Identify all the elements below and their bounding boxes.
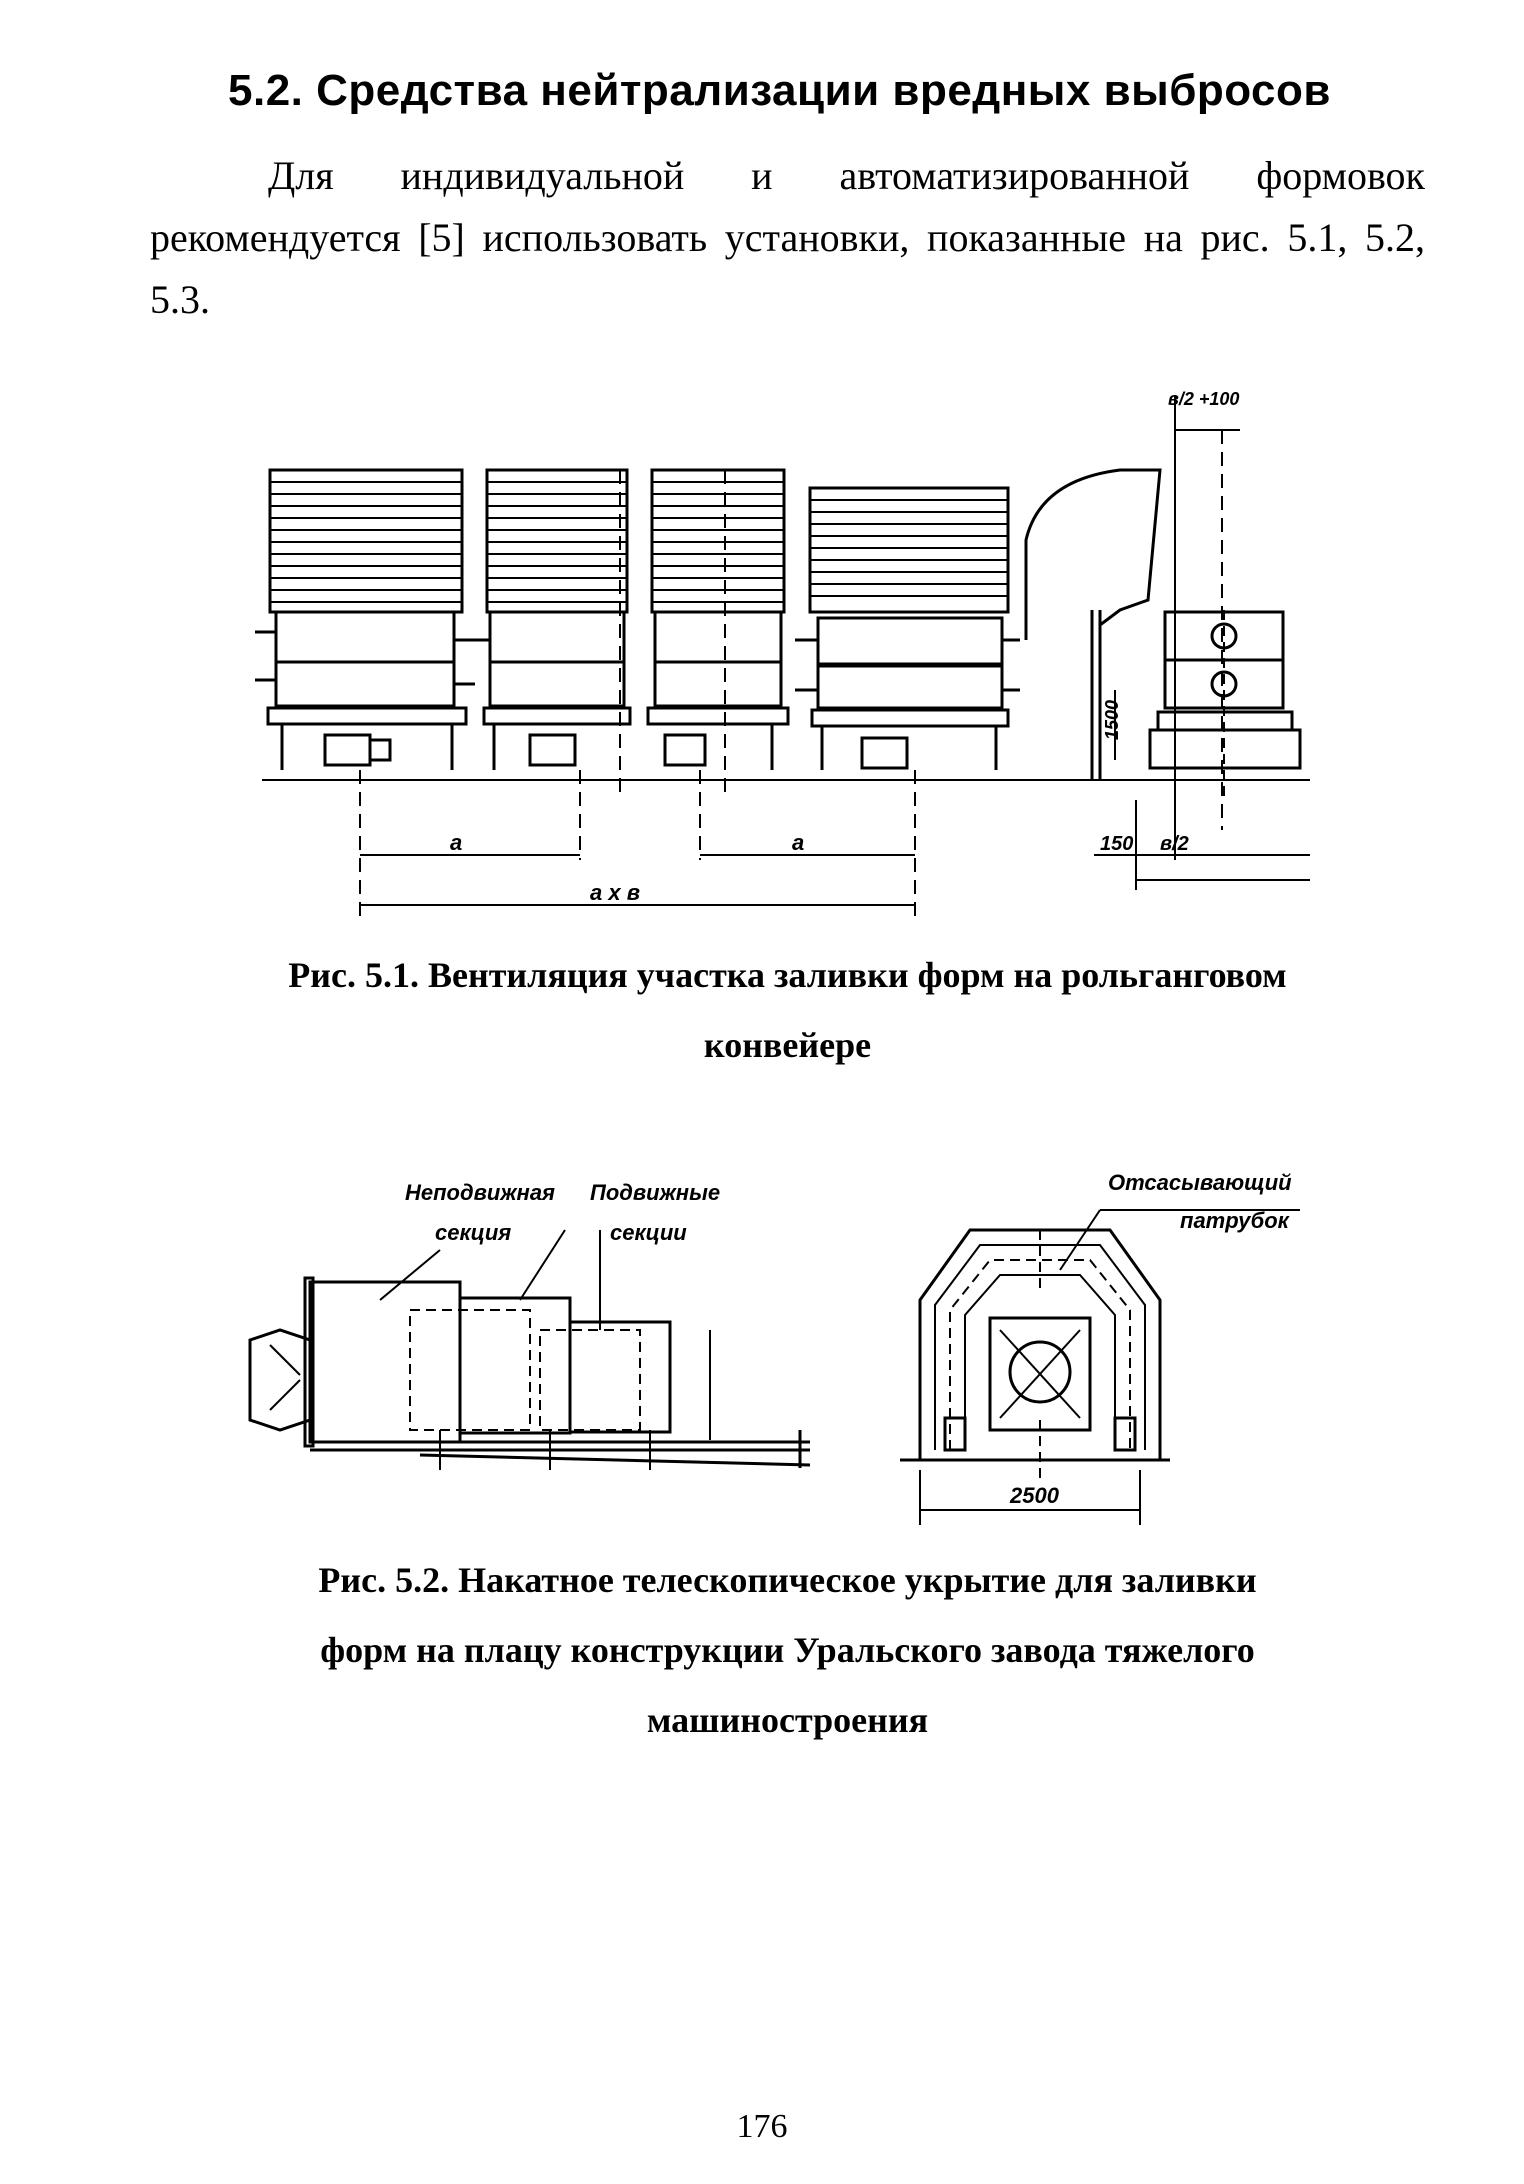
label-a-left: а <box>450 830 462 855</box>
telescopic-cover-side-view <box>248 1229 811 1470</box>
section-heading: 5.2. Средства нейтрализации вредных выбр… <box>228 66 1331 115</box>
figure-5-1-caption-line-1: Рис. 5.1. Вентиляция участка заливки фор… <box>288 955 1287 995</box>
page-number: 176 <box>736 2108 788 2145</box>
label-a-times-b: а х в <box>590 880 640 905</box>
figure-5-2-caption-line-3: машиностроения <box>646 1700 929 1740</box>
intro-paragraph: Для индивидуальной и автоматизированной … <box>150 145 1425 331</box>
figure-5-1-caption-line-2: конвейере <box>703 1025 872 1065</box>
label-fixed-section-2: секция <box>435 1220 511 1245</box>
label-dim-b-half-plus: в/2 +100 <box>1168 389 1239 409</box>
label-fixed-section-1: Неподвижная <box>405 1180 555 1205</box>
figure-5-2-drawing <box>248 1209 1300 1525</box>
label-dim-150: 150 <box>1100 833 1133 855</box>
label-movable-sections-1: Подвижные <box>590 1180 720 1205</box>
figure-5-1-drawing <box>255 395 1310 920</box>
centre-axes <box>359 470 916 920</box>
telescopic-cover-front-view <box>900 1209 1300 1525</box>
label-a-right: а <box>792 830 804 855</box>
intro-paragraph-text: Для индивидуальной и автоматизированной … <box>150 153 1425 322</box>
figure-5-2-caption-line-1: Рис. 5.2. Накатное телескопическое укрыт… <box>318 1560 1257 1600</box>
hood-unit-1 <box>255 468 475 770</box>
label-suction-2: патрубок <box>1180 1208 1291 1233</box>
side-hood-section <box>1024 430 1302 830</box>
label-dim-vertical: 1500 <box>1102 700 1122 740</box>
label-suction-1: Отсасывающий <box>1108 1170 1292 1195</box>
label-movable-sections-2: секции <box>610 1220 687 1245</box>
dimension-lines <box>360 395 1310 906</box>
hood-unit-3 <box>646 468 790 770</box>
label-width-2500: 2500 <box>1009 1483 1060 1508</box>
hood-unit-4 <box>795 486 1020 770</box>
figure-5-2-caption-line-2: форм на плацу конструкции Уральского зав… <box>320 1630 1255 1670</box>
label-dim-b-half: в/2 <box>1160 833 1189 855</box>
hood-unit-2 <box>475 468 632 770</box>
